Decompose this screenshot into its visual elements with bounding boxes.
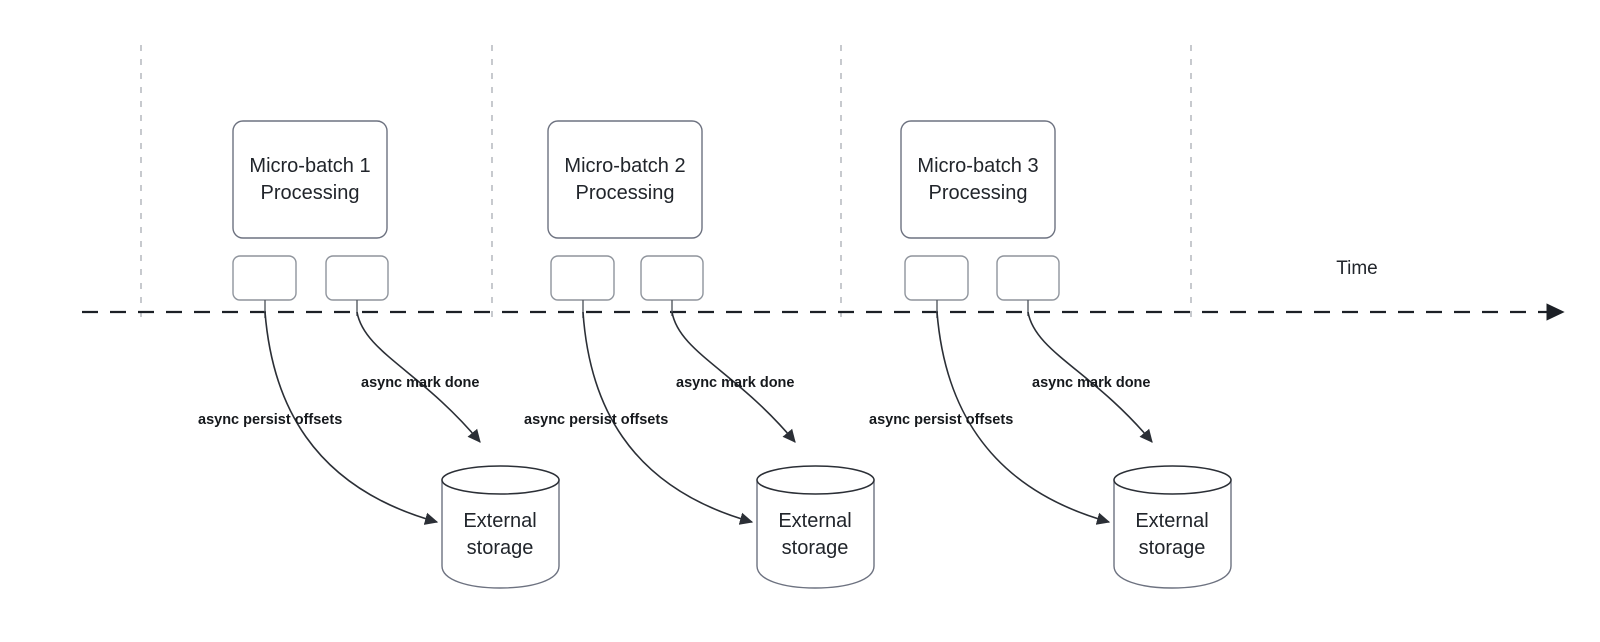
group-3-async-mark-done-edge <box>1027 311 1153 443</box>
group-1-storage-label-line1: External <box>463 510 536 532</box>
group-1-mini-box-right[interactable] <box>325 255 389 301</box>
group-1-mini-box-left[interactable] <box>232 255 297 301</box>
group-3-storage-label-line2: storage <box>1139 537 1206 559</box>
group-2-storage-top <box>756 465 875 495</box>
time-axis: Time <box>82 258 1565 321</box>
group-1-storage-label-line2: storage <box>467 537 534 559</box>
micro-batch-2-box[interactable] <box>547 120 703 239</box>
group-3-async-persist-offsets-label: async persist offsets <box>869 412 1013 428</box>
group-1-storage-body <box>441 479 560 589</box>
micro-batch-1-label-line1: Micro-batch 1 <box>249 155 370 177</box>
group-1-async-persist-offsets-label: async persist offsets <box>198 412 342 428</box>
micro-batch-3-label-line2: Processing <box>929 182 1028 204</box>
group-2-mini-box-left[interactable] <box>550 255 615 301</box>
micro-batch-1-label-line2: Processing <box>261 182 360 204</box>
group-3-async-persist-offsets-edge <box>936 311 1111 525</box>
group-2-external-storage[interactable]: External storage <box>756 465 875 589</box>
group-2-storage-body <box>756 479 875 589</box>
group-3-storage-body <box>1113 479 1232 589</box>
tick-lines <box>140 45 1192 320</box>
group-1-async-mark-done-edge <box>356 311 481 443</box>
group-2-storage-label-line1: External <box>778 510 851 532</box>
micro-batch-2-label-line2: Processing <box>576 182 675 204</box>
group-2-async-persist-offsets-label: async persist offsets <box>524 412 668 428</box>
group-1-async-persist-offsets-edge <box>264 311 439 525</box>
time-axis-label: Time <box>1336 258 1378 279</box>
group-3-mini-box-left[interactable] <box>904 255 969 301</box>
group-2-mini-box-right[interactable] <box>640 255 704 301</box>
group-2: Micro-batch 2 Processing async persist o… <box>524 120 875 589</box>
group-2-storage-label-line2: storage <box>782 537 849 559</box>
group-2-async-mark-done-label: async mark done <box>676 375 794 391</box>
group-1: Micro-batch 1 Processing async persist o… <box>198 120 560 589</box>
group-2-async-mark-done-edge <box>671 311 796 443</box>
group-3-async-mark-done-label: async mark done <box>1032 375 1150 391</box>
group-3-mini-box-right[interactable] <box>996 255 1060 301</box>
micro-batch-2-label-line1: Micro-batch 2 <box>564 155 685 177</box>
micro-batch-1-box[interactable] <box>232 120 388 239</box>
group-1-external-storage[interactable]: External storage <box>441 465 560 589</box>
group-3-external-storage[interactable]: External storage <box>1113 465 1232 589</box>
group-2-async-persist-offsets-edge <box>582 311 754 525</box>
micro-batch-3-label-line1: Micro-batch 3 <box>917 155 1038 177</box>
group-1-async-mark-done-label: async mark done <box>361 375 479 391</box>
micro-batch-3-box[interactable] <box>900 120 1056 239</box>
group-3-storage-label-line1: External <box>1135 510 1208 532</box>
group-1-storage-top <box>441 465 560 495</box>
group-3-storage-top <box>1113 465 1232 495</box>
group-3: Micro-batch 3 Processing async persist o… <box>869 120 1232 589</box>
